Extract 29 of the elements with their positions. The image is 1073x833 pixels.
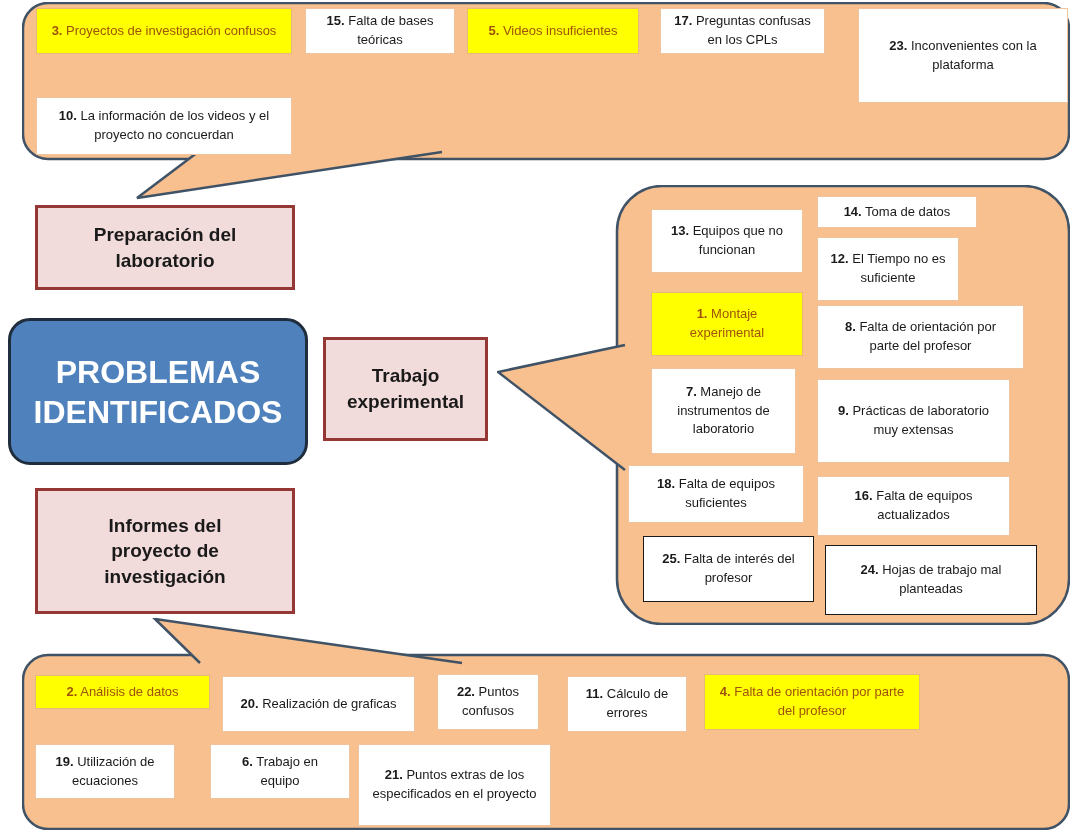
problem-box: 6. Trabajo en equipo — [210, 744, 350, 799]
problem-box: 15. Falta de bases teóricas — [305, 8, 455, 54]
highlighted-problem-box: 3. Proyectos de investigación confusos — [36, 8, 292, 54]
problem-box: 21. Puntos extras de los especificados en el proyecto — [358, 744, 551, 826]
problem-box: 17. Preguntas confusas en los CPLs — [660, 8, 825, 54]
problem-box: 8. Falta de orientación por parte del profesor — [817, 305, 1024, 369]
problem-box: 11. Cálculo de errores — [567, 676, 687, 732]
category-box: Trabajo experimental — [323, 337, 488, 441]
problem-box: 22. Puntos confusos — [437, 674, 539, 730]
problem-box: 23. Inconvenientes con la plataforma — [858, 8, 1068, 103]
problem-box: 24. Hojas de trabajo mal planteadas — [825, 545, 1037, 615]
problem-box: 12. El Tiempo no es suficiente — [817, 237, 959, 301]
category-box: Preparación del laboratorio — [35, 205, 295, 290]
problem-box: 20. Realización de graficas — [222, 676, 415, 732]
problem-box: 16. Falta de equipos actualizados — [817, 476, 1010, 536]
problem-box: 18. Falta de equipos suficientes — [628, 465, 804, 523]
title-box: PROBLEMAS IDENTIFICADOS — [8, 318, 308, 465]
problem-box: 19. Utilización de ecuaciones — [35, 744, 175, 799]
problem-box: 10. La información de los videos y el proyecto no concuerdan — [36, 97, 292, 155]
problem-box: 25. Falta de interés del profesor — [643, 536, 814, 602]
problem-box: 13. Equipos que no funcionan — [651, 209, 803, 273]
highlighted-problem-box: 1. Montaje experimental — [651, 292, 803, 356]
problem-box: 14. Toma de datos — [817, 196, 977, 228]
highlighted-problem-box: 5. Videos insuficientes — [467, 8, 639, 54]
category-box: Informes del proyecto de investigación — [35, 488, 295, 614]
problem-box: 9. Prácticas de laboratorio muy extensas — [817, 379, 1010, 463]
highlighted-problem-box: 2. Análisis de datos — [35, 675, 210, 709]
highlighted-problem-box: 4. Falta de orientación por parte del profesor — [704, 674, 920, 730]
problem-box: 7. Manejo de instrumentos de laboratorio — [651, 368, 796, 454]
